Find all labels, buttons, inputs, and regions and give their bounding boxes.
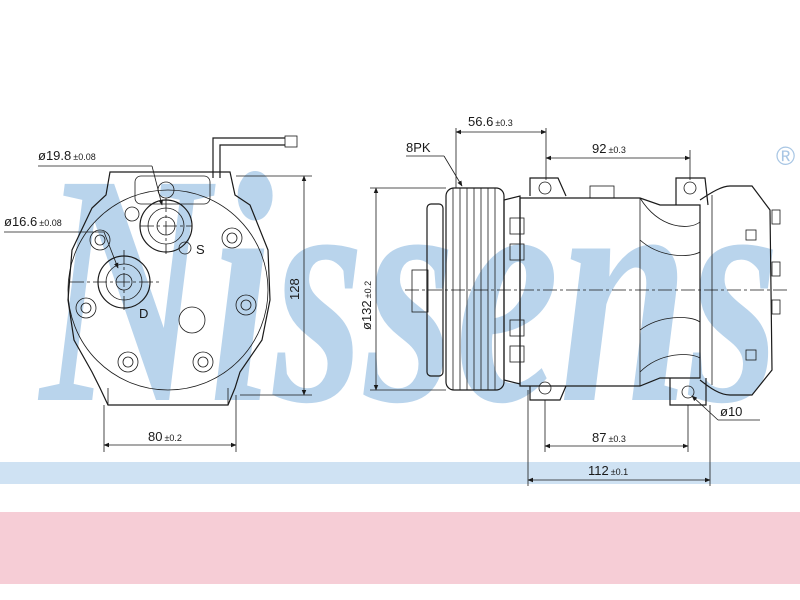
pink-band <box>0 512 800 584</box>
svg-text:ø16.6±0.08: ø16.6±0.08 <box>4 214 62 229</box>
watermark-registered-mark: ® <box>776 141 795 171</box>
svg-text:56.6±0.3: 56.6±0.3 <box>468 114 513 129</box>
svg-text:8PK: 8PK <box>406 140 431 155</box>
dim-pulley-offset: 56.6±0.3 <box>455 114 547 188</box>
dim-discharge-diameter: ø16.6±0.08 <box>4 214 119 269</box>
svg-text:112±0.1: 112±0.1 <box>588 463 628 478</box>
dim-pulley-diameter: ø132±0.2 <box>359 187 446 391</box>
dim-mount-hole: ø10 <box>691 395 760 421</box>
svg-text:ø132±0.2: ø132±0.2 <box>359 281 374 330</box>
svg-text:80±0.2: 80±0.2 <box>148 429 182 444</box>
dim-height: 128 <box>236 175 312 396</box>
dim-overall-length: 112±0.1 <box>527 390 711 486</box>
side-view <box>405 177 790 406</box>
watermark-logo: Nissens <box>36 107 780 472</box>
dim-width: 80±0.2 <box>103 395 237 452</box>
dim-pulley-type: 8PK <box>406 140 463 187</box>
svg-text:128: 128 <box>287 278 302 300</box>
front-view <box>67 135 298 406</box>
label-discharge: D <box>139 306 148 321</box>
dim-bottom-hole-spacing: 87±0.3 <box>544 400 689 452</box>
dim-suction-diameter: ø19.8±0.08 <box>38 148 163 206</box>
svg-text:ø10: ø10 <box>720 404 742 419</box>
label-suction: S <box>196 242 205 257</box>
svg-text:ø19.8±0.08: ø19.8±0.08 <box>38 148 96 163</box>
svg-text:87±0.3: 87±0.3 <box>592 430 626 445</box>
svg-text:92±0.3: 92±0.3 <box>592 141 626 156</box>
dim-top-hole-spacing: 92±0.3 <box>545 141 691 180</box>
